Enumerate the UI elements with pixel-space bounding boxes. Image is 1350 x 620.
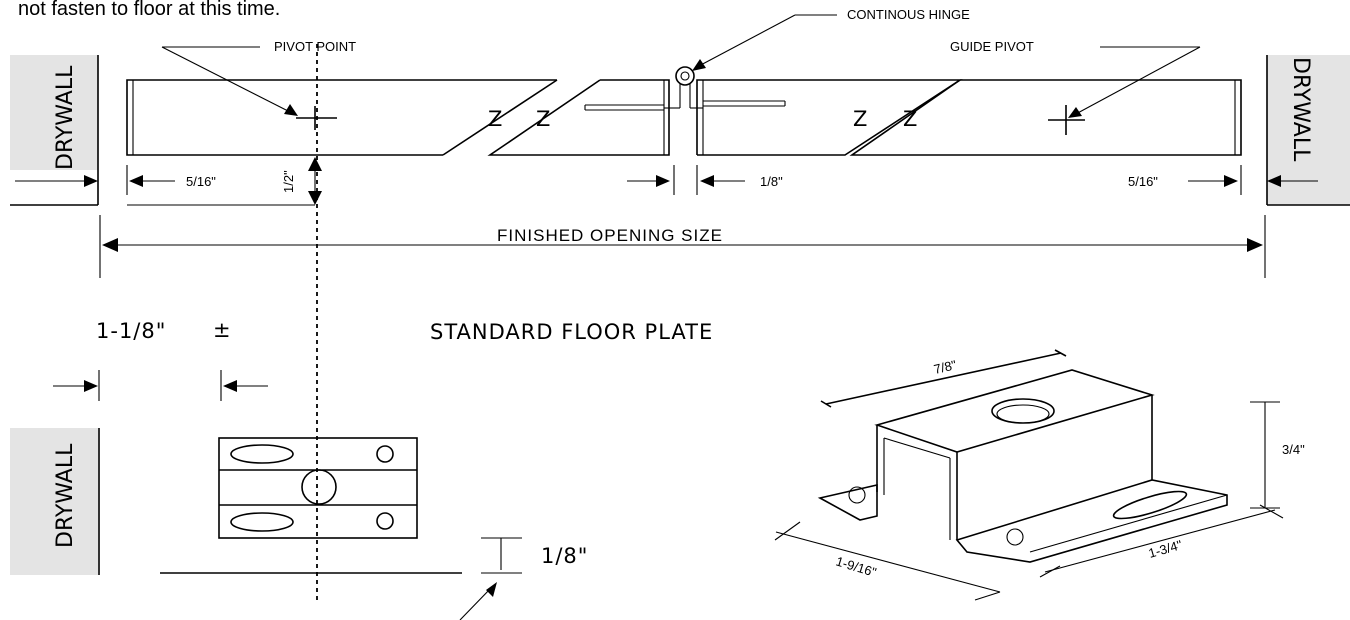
middle-left-panel bbox=[487, 79, 670, 156]
floor-gap-label: 1/8" bbox=[541, 544, 588, 568]
finished-opening-dimension: FINISHED OPENING SIZE bbox=[99, 215, 1266, 278]
left-gap-label: 5/16" bbox=[186, 174, 216, 189]
left-gap-dimension: 5/16" bbox=[15, 165, 216, 195]
standard-floor-plate-label: STANDARD FLOOR PLATE bbox=[430, 320, 713, 344]
guide-pivot-callout: GUIDE PIVOT bbox=[950, 39, 1201, 118]
pivot-point-label: PIVOT POINT bbox=[274, 39, 356, 54]
svg-text:Z: Z bbox=[488, 107, 503, 131]
continuous-hinge-callout: CONTINOUS HINGE bbox=[692, 7, 970, 71]
isometric-bracket: 7/8" 3/4" 1-9/16" 1-3/4" bbox=[774, 349, 1305, 601]
middle-right-panel: Z Z bbox=[696, 79, 963, 156]
continuous-hinge-label: CONTINOUS HINGE bbox=[847, 7, 970, 22]
drywall-bottom: DRYWALL bbox=[10, 428, 100, 575]
svg-text:Z: Z bbox=[853, 107, 868, 131]
drywall-right-label: DRYWALL bbox=[1288, 57, 1313, 162]
pivot-depth-dimension: 1/2" bbox=[127, 157, 322, 206]
hinge-gap-dimension: 1/8" bbox=[627, 165, 783, 195]
floor-plate-top-view bbox=[218, 437, 418, 539]
right-door-panel bbox=[849, 79, 1242, 156]
pivot-point-callout: PIVOT POINT bbox=[161, 39, 356, 116]
plate-offset-dimension: 1-1/8" ± bbox=[53, 318, 268, 401]
left-door-panel: Z Z bbox=[126, 79, 558, 156]
right-gap-dimension: 5/16" bbox=[1128, 165, 1318, 195]
bracket-width-label: 7/8" bbox=[932, 357, 958, 377]
right-gap-label: 5/16" bbox=[1128, 174, 1158, 189]
installation-note: not fasten to floor at this time. bbox=[18, 0, 281, 20]
floor-gap-dimension: 1/8" bbox=[160, 537, 588, 620]
bracket-length-label: 1-3/4" bbox=[1147, 537, 1184, 561]
drywall-left-top: DRYWALL bbox=[10, 55, 99, 206]
hinge-gap-label: 1/8" bbox=[760, 174, 783, 189]
plate-offset-label: 1-1/8" bbox=[96, 319, 166, 343]
bracket-height-label: 3/4" bbox=[1282, 442, 1305, 457]
plate-offset-tolerance: ± bbox=[213, 318, 232, 342]
pivot-depth-label: 1/2" bbox=[281, 170, 296, 193]
drywall-right-top: DRYWALL bbox=[1266, 55, 1350, 206]
guide-pivot-label: GUIDE PIVOT bbox=[950, 39, 1034, 54]
drywall-left-label: DRYWALL bbox=[53, 65, 78, 170]
finished-opening-label: FINISHED OPENING SIZE bbox=[497, 226, 723, 245]
drywall-bottom-label: DRYWALL bbox=[53, 443, 78, 548]
